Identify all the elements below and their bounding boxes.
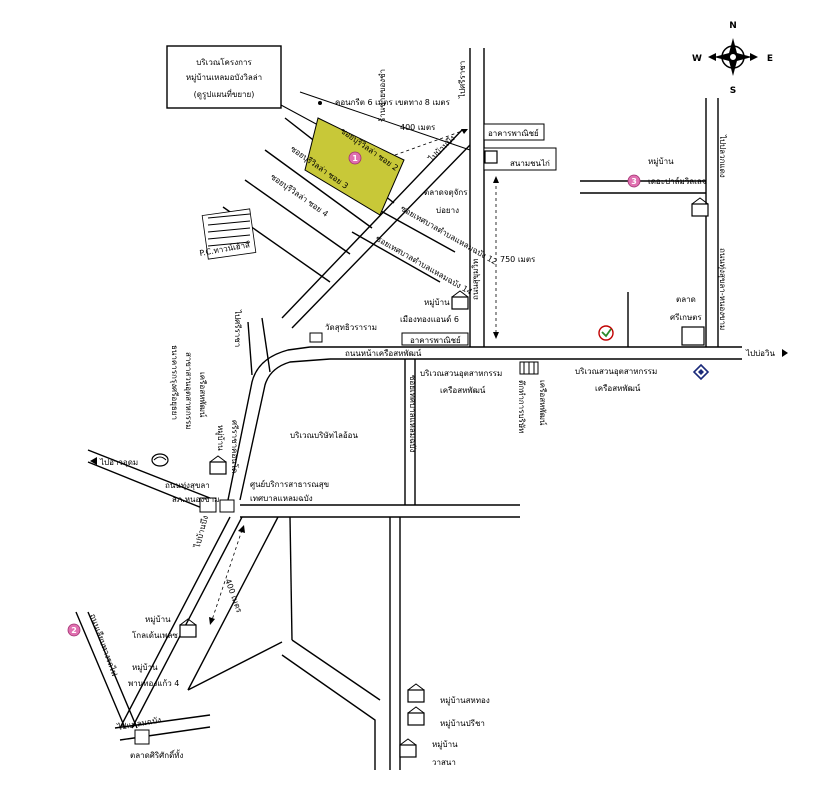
marker-3: 3 [627, 174, 641, 188]
police-label: สภ.หนองขาม [172, 495, 219, 504]
village-6-line1: หมู่บ้าน [424, 298, 450, 308]
bank-icon [151, 453, 169, 467]
map-labels: คอนกรีต 6 เมตร เขตทาง 8 เมตร ไปศรีราชา อ… [88, 61, 788, 767]
shop-building-1-label: อาคารพาณิชย์ [488, 128, 539, 138]
road-leftdiag-label: ถนนเลียบทางรถไฟ [88, 613, 119, 678]
village-sahathong-label: หมู่บ้านสหทอง [440, 696, 490, 706]
bank-line3: เครือสหพัฒน์ [198, 372, 208, 418]
concrete-road-label: คอนกรีต 6 เมตร เขตทาง 8 เมตร [335, 98, 451, 107]
grocery-label: ร้านขายของชำ [378, 69, 387, 122]
industrial-1-line2: เครือสหพัฒน์ [440, 385, 486, 395]
village-golden-line1: หมู่บ้าน [145, 615, 171, 625]
road-vertical-right-label: ถนนทุ่งสุขลา-หนองขาม [718, 248, 727, 330]
factory-line1: ตึกทำการบริษัท [517, 380, 526, 433]
compass-n: N [729, 21, 737, 31]
village-phan-line2: พานทองแก้ว 4 [128, 679, 179, 688]
village-golden-line2: โกลเด้นเพลซ [132, 630, 178, 640]
market-2-line2: ศรีเกษตร [670, 313, 702, 322]
svg-text:3: 3 [631, 177, 637, 186]
svg-text:1: 1 [352, 154, 358, 163]
callout-line2: หมู่บ้านเหลมอบังวิลล่า [186, 73, 262, 83]
landmark-icons: 1 2 3 [67, 150, 710, 758]
roads-north [310, 48, 742, 360]
shop-building-2-label: อาคารพาณิชย์ [410, 335, 461, 345]
compass-rose: N S E W [692, 21, 773, 96]
bank-line2: สาขาสวนอุตสาหกรรม [184, 352, 193, 430]
village-phan-line1: หมู่บ้าน [132, 663, 158, 673]
stadium-icon [484, 150, 498, 164]
village-icon [407, 683, 425, 703]
industrial-1-line1: บริเวณสวนอุตสาหกรรม [420, 369, 502, 378]
factory-line2: เครือสหพัฒน์ [538, 380, 548, 426]
health-center-label: ศูนย์บริการสาธารณสุข [250, 479, 329, 490]
village-3-line1: หมู่บ้าน [648, 157, 674, 167]
market-1-line1: ตลาดจตุจักร [424, 188, 468, 197]
municipal-label: เทศบาลแหลมฉบัง [250, 494, 313, 503]
green-leaf-icon [598, 325, 614, 341]
to-bowin-label: ไปบ่อวิน [745, 349, 775, 358]
callout-line1: บริเวณโครงการ [196, 57, 252, 67]
village-preecha-label: หมู่บ้านปรีชา [440, 719, 485, 729]
village-icon [179, 618, 197, 638]
village-icon [691, 197, 709, 217]
soi-6-label: ซอยเทศบาลแหลมฉบัง [408, 375, 417, 453]
village-wasana-line2: วาสนา [432, 758, 456, 767]
market-2-line1: ตลาด [676, 295, 696, 304]
to-sriracha-label: ไปศรีราชา [458, 61, 467, 99]
village-icon [451, 290, 469, 310]
village-sriracha-line1: หมู่บ้าน [215, 425, 225, 451]
temple-label: วัดสุทธิวราราม [325, 323, 377, 332]
roads-south [75, 317, 705, 770]
market-bottom-label: ตลาดศิริศักดิ์ทั้ง [130, 749, 184, 760]
to-pluak-label: ไปปลวกแดง [718, 134, 727, 178]
roads-diagonal [201, 91, 471, 346]
project-callout: บริเวณโครงการ หมู่บ้านเหลมอบังวิลล่า (ดู… [166, 45, 319, 126]
industrial-2-line2: เครือสหพัฒน์ [595, 383, 641, 393]
main-road-label: ถนนหน้าเครือสหพัฒน์ [345, 348, 422, 358]
village-sriracha-line2: ศรีราชาคอนโด [230, 420, 240, 473]
distance-400-top: 400 เมตร [400, 123, 436, 132]
compass-e: E [767, 54, 773, 64]
to-ao-udom-label: ไปอ่าวอุดม [99, 458, 138, 467]
marker-1: 1 [348, 151, 362, 165]
road-thungsukla-label: ถนนทุ่งสุขลา [165, 481, 210, 490]
svg-text:2: 2 [71, 626, 77, 635]
market-1-line2: บ่อยาง [436, 206, 459, 215]
to-banbueng-lower-label: ไปบ้านบึง [193, 514, 211, 549]
marker-2: 2 [67, 623, 81, 637]
to-sriracha-left-label: ไปศรีราชา [233, 309, 242, 347]
village-3-line2: เดอะปาล์มวิลเลจ [648, 176, 707, 186]
road-vertical-mid-label: ถนนสุขุมวิท [471, 259, 480, 300]
village-icon [407, 706, 425, 726]
compass-w: W [692, 54, 702, 64]
compass-s: S [730, 86, 736, 96]
distance-400-left: 400 เมตร [223, 578, 244, 615]
village-wasana-line1: หมู่บ้าน [432, 740, 458, 750]
industrial-2-line1: บริเวณสวนอุตสาหกรรม [575, 367, 657, 376]
callout-line3: (ดูรูปแผนที่ขยาย) [194, 88, 255, 100]
stadium-label: สนามชนไก่ [510, 159, 550, 168]
village-icon [209, 455, 227, 475]
factory-icon [519, 361, 539, 375]
village-icon [399, 738, 417, 758]
distance-750: 750 เมตร [500, 255, 536, 264]
pc-townhouse-block [201, 208, 257, 260]
bank-diamond-icon [692, 363, 710, 381]
company-area-label: บริเวณบริษัทไลอ้อน [290, 431, 358, 440]
bank-line1: ธนาคารกรุงศรีอยุธยา [170, 345, 179, 420]
village-6-line2: เมืองทองแอนด์ 6 [400, 314, 459, 324]
